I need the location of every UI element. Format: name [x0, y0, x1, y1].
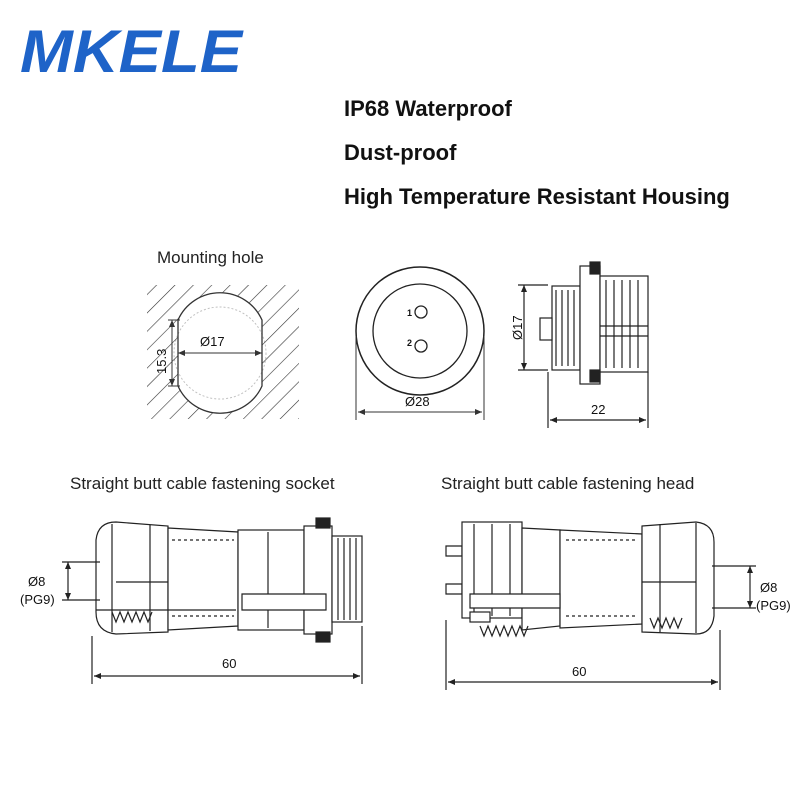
mounting-hole-flat-label: 15.3 [154, 349, 169, 374]
socket-cable-label: Ø8 [28, 574, 45, 589]
head-taper [559, 529, 643, 629]
head-length-label: 60 [572, 664, 586, 679]
head-cable-label: Ø8 [760, 580, 777, 595]
head-caption: Straight butt cable fastening head [441, 474, 695, 493]
brand-logo: MKELE [18, 18, 248, 85]
side-thread-left [551, 285, 581, 371]
mounting-hole-drawing: Ø17 15.3 [147, 285, 299, 419]
side-oring-bottom [589, 369, 601, 383]
side-thread-right [599, 275, 649, 373]
side-view-drawing [518, 261, 649, 428]
pin-2-label: 2 [407, 338, 412, 348]
socket-body [167, 527, 239, 631]
head-drawing [445, 521, 756, 690]
head-gland-nut [641, 521, 715, 635]
socket-length-label: 60 [222, 656, 236, 671]
feature-heat-resistant: High Temperature Resistant Housing [344, 184, 730, 209]
mounting-hole-caption: Mounting hole [157, 248, 264, 267]
socket-front-thread [331, 535, 363, 623]
front-view-inner-face [372, 283, 468, 379]
feature-dustproof: Dust-proof [344, 140, 457, 165]
socket-drawing [62, 517, 363, 684]
head-body [521, 527, 561, 631]
brand-logo-text: MKELE [20, 20, 244, 80]
socket-oring-top [315, 517, 331, 529]
side-view-diameter-label: Ø17 [510, 315, 525, 340]
socket-pin [241, 593, 327, 611]
socket-cable-sub-label: (PG9) [20, 592, 55, 607]
side-view-length-label: 22 [591, 402, 605, 417]
socket-caption: Straight butt cable fastening socket [70, 474, 335, 493]
head-pin [469, 593, 561, 609]
brand-logo-svg: MKELE [20, 18, 244, 85]
pin-2-hole [414, 339, 428, 353]
pin-1-hole [414, 305, 428, 319]
side-pin-stub [539, 317, 553, 341]
side-nut [579, 265, 601, 385]
head-cable-sub-label: (PG9) [756, 598, 791, 613]
socket-collar [237, 529, 305, 631]
front-view-diameter-label: Ø28 [405, 394, 430, 409]
feature-waterproof: IP68 Waterproof [344, 96, 512, 121]
head-pin-ends [445, 545, 463, 595]
side-oring-top [589, 261, 601, 275]
head-latch [469, 611, 491, 623]
socket-oring-bottom [315, 631, 331, 643]
mounting-hole-diameter-label: Ø17 [200, 334, 225, 349]
front-view-drawing: 1 2 Ø28 [355, 266, 485, 420]
pin-1-label: 1 [407, 308, 412, 318]
socket-gland-nut [95, 521, 169, 635]
socket-flange-nut [303, 525, 333, 635]
